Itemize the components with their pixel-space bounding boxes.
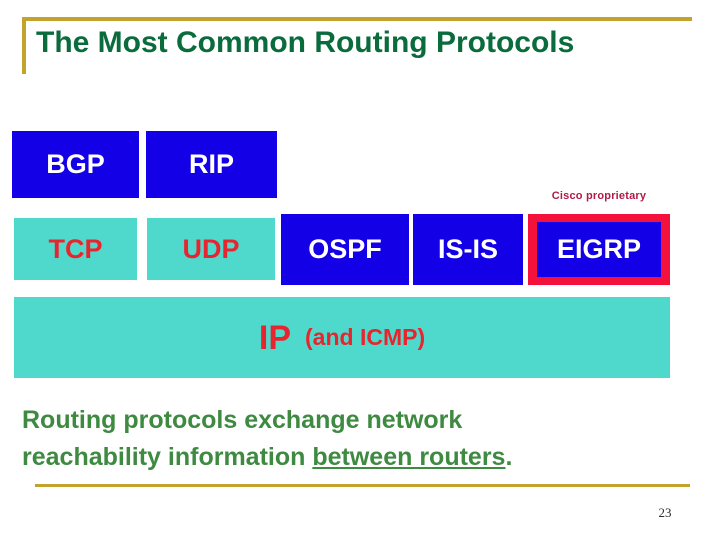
protocol-box-ospf: OSPF (281, 214, 409, 285)
title-accent-rule-vertical (22, 17, 26, 74)
page-number: 23 (658, 505, 672, 520)
protocol-box-eigrp: EIGRP (528, 214, 670, 285)
protocol-sublabel-icmp: (and ICMP) (305, 324, 426, 350)
protocol-box-tcp: TCP (14, 218, 137, 280)
cisco-proprietary-annotation: Cisco proprietary (551, 190, 647, 202)
protocol-label-ip: IP (258, 318, 291, 357)
body-line-2-suffix: . (505, 443, 513, 471)
protocol-box-udp: UDP (147, 218, 275, 280)
protocol-label-rip: RIP (188, 149, 234, 179)
protocol-label-is-is: IS-IS (437, 234, 498, 264)
protocol-box-is-is: IS-IS (413, 214, 523, 285)
body-text: Routing protocols exchange network reach… (22, 402, 692, 476)
body-line-2-prefix: reachability information (22, 443, 313, 471)
body-line-1: Routing protocols exchange network (22, 406, 463, 434)
protocol-label-ospf: OSPF (308, 234, 382, 264)
protocol-box-ip: IP (and ICMP) (14, 297, 670, 378)
protocol-box-bgp: BGP (12, 131, 139, 198)
page-title: The Most Common Routing Protocols (36, 26, 575, 59)
protocol-label-eigrp: EIGRP (537, 222, 661, 277)
footer-accent-rule (35, 484, 690, 487)
protocol-label-bgp: BGP (46, 149, 105, 179)
protocol-label-tcp: TCP (48, 233, 103, 264)
title-accent-rule-horizontal (22, 17, 692, 21)
body-line-2-emphasis: between routers (312, 443, 506, 471)
protocol-label-udp: UDP (182, 233, 240, 264)
protocol-box-rip: RIP (146, 131, 277, 198)
